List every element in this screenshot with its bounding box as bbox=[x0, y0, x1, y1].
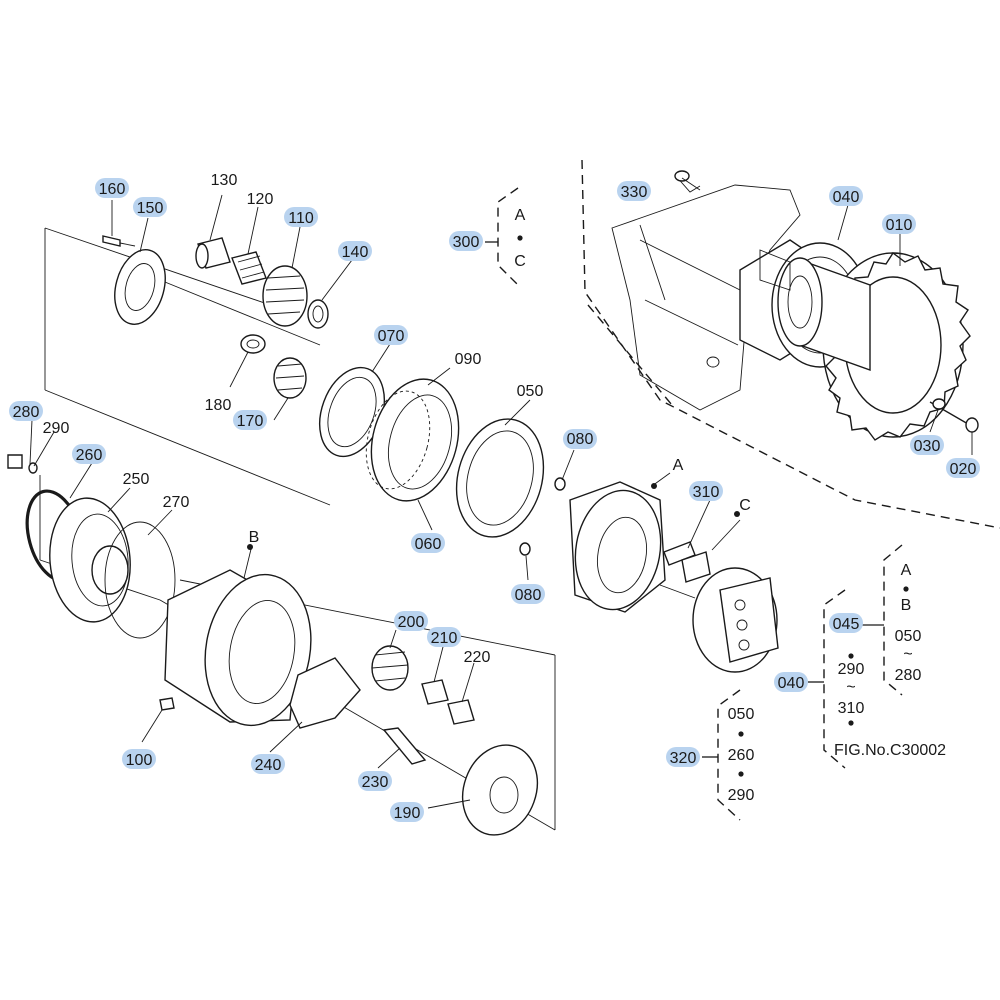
callout-050: 050 bbox=[517, 383, 544, 400]
part-210-needle-bearing bbox=[421, 679, 449, 705]
callout-150: 150 bbox=[137, 200, 164, 217]
callout-200: 200 bbox=[398, 614, 425, 631]
callout-260: 260 bbox=[76, 447, 103, 464]
callout-020: 020 bbox=[950, 461, 977, 478]
travel-motor-assembly bbox=[674, 170, 979, 441]
group-300-to: C bbox=[514, 253, 526, 270]
callout-170: 170 bbox=[237, 413, 264, 430]
part-hub-a bbox=[569, 481, 666, 613]
group-045-contents: A B 050 ~ 280 bbox=[895, 562, 922, 684]
callout-pills bbox=[9, 178, 980, 822]
callout-060: 060 bbox=[415, 536, 442, 553]
callout-210: 210 bbox=[431, 630, 458, 647]
callout-labels: 160 150 130 120 110 140 300 070 090 050 … bbox=[13, 172, 977, 822]
group-040-tilde: ~ bbox=[846, 679, 855, 696]
callout-320: 320 bbox=[670, 750, 697, 767]
callout-180: 180 bbox=[205, 397, 232, 414]
group-045-tilde: ~ bbox=[903, 646, 912, 663]
part-120-needle-bearing bbox=[231, 251, 267, 285]
part-050-seal bbox=[455, 418, 545, 538]
part-160-bolt bbox=[102, 235, 136, 247]
callout-220: 220 bbox=[464, 649, 491, 666]
part-100-plug bbox=[159, 697, 175, 711]
part-110-gear bbox=[262, 265, 308, 327]
callout-250: 250 bbox=[123, 471, 150, 488]
part-240-plate bbox=[289, 657, 361, 729]
part-150-cover-plate bbox=[114, 249, 166, 325]
part-080-pins bbox=[519, 477, 566, 556]
part-140-washer bbox=[307, 299, 329, 329]
callout-240: 240 bbox=[255, 757, 282, 774]
part-130-bushing bbox=[195, 237, 231, 269]
part-270-gasket bbox=[104, 521, 176, 639]
callout-040-kit: 040 bbox=[778, 675, 805, 692]
group-300-bracket bbox=[485, 187, 519, 286]
group-040-bracket bbox=[808, 589, 846, 769]
callout-045: 045 bbox=[833, 616, 860, 633]
group-300-from: A bbox=[515, 207, 526, 224]
group-045-a: A bbox=[901, 562, 912, 579]
callout-290: 290 bbox=[43, 420, 70, 437]
part-180-washer bbox=[240, 334, 266, 354]
callout-270: 270 bbox=[163, 494, 190, 511]
callout-230: 230 bbox=[362, 774, 389, 791]
callout-160: 160 bbox=[99, 181, 126, 198]
group-045-to: 280 bbox=[895, 667, 922, 684]
marker-dots bbox=[247, 235, 909, 777]
part-090-060-bearing bbox=[365, 378, 460, 502]
callout-040: 040 bbox=[833, 189, 860, 206]
leader-lines bbox=[29, 177, 973, 809]
callout-300: 300 bbox=[453, 234, 480, 251]
callout-090: 090 bbox=[455, 351, 482, 368]
group-040-contents: 290 ~ 310 FIG.No.C30002 bbox=[834, 661, 946, 759]
callout-080-bottom: 080 bbox=[515, 587, 542, 604]
callout-010: 010 bbox=[886, 217, 913, 234]
callout-100: 100 bbox=[126, 752, 153, 769]
marker-a: A bbox=[673, 457, 684, 474]
marker-c: C bbox=[739, 497, 751, 514]
callout-140: 140 bbox=[342, 244, 369, 261]
callout-070: 070 bbox=[378, 328, 405, 345]
callout-330: 330 bbox=[621, 184, 648, 201]
group-320-contents: 050 260 290 bbox=[728, 706, 755, 804]
callout-080-top: 080 bbox=[567, 431, 594, 448]
part-170-gear bbox=[273, 357, 307, 399]
callout-130: 130 bbox=[211, 172, 238, 189]
callout-310: 310 bbox=[693, 484, 720, 501]
group-040-to: 310 bbox=[838, 700, 865, 717]
part-230-shaft bbox=[382, 727, 427, 765]
group-320-item-1: 050 bbox=[728, 706, 755, 723]
group-320-bracket bbox=[702, 689, 741, 821]
part-200-gear bbox=[371, 645, 409, 691]
callout-280: 280 bbox=[13, 404, 40, 421]
part-190-carrier bbox=[461, 744, 539, 836]
marker-letters: A C B bbox=[249, 457, 751, 546]
callout-030: 030 bbox=[914, 438, 941, 455]
group-045-bracket bbox=[862, 544, 903, 696]
group-045-from: 050 bbox=[895, 628, 922, 645]
callout-120: 120 bbox=[247, 191, 274, 208]
part-250-cover bbox=[49, 497, 131, 623]
part-310-plug bbox=[663, 541, 711, 583]
part-220-bushing bbox=[447, 699, 475, 725]
group-320-item-2: 260 bbox=[728, 747, 755, 764]
group-040-from: 290 bbox=[838, 661, 865, 678]
callout-110: 110 bbox=[288, 210, 314, 227]
group-300-contents: A C bbox=[514, 207, 526, 270]
part-045-valve-block bbox=[659, 567, 779, 673]
part-b-housing bbox=[164, 569, 312, 727]
marker-b: B bbox=[249, 529, 260, 546]
figure-number: FIG.No.C30002 bbox=[834, 742, 946, 759]
callout-190: 190 bbox=[394, 805, 421, 822]
group-045-b: B bbox=[901, 597, 912, 614]
group-320-item-3: 290 bbox=[728, 787, 755, 804]
part-280-plug bbox=[7, 454, 38, 474]
